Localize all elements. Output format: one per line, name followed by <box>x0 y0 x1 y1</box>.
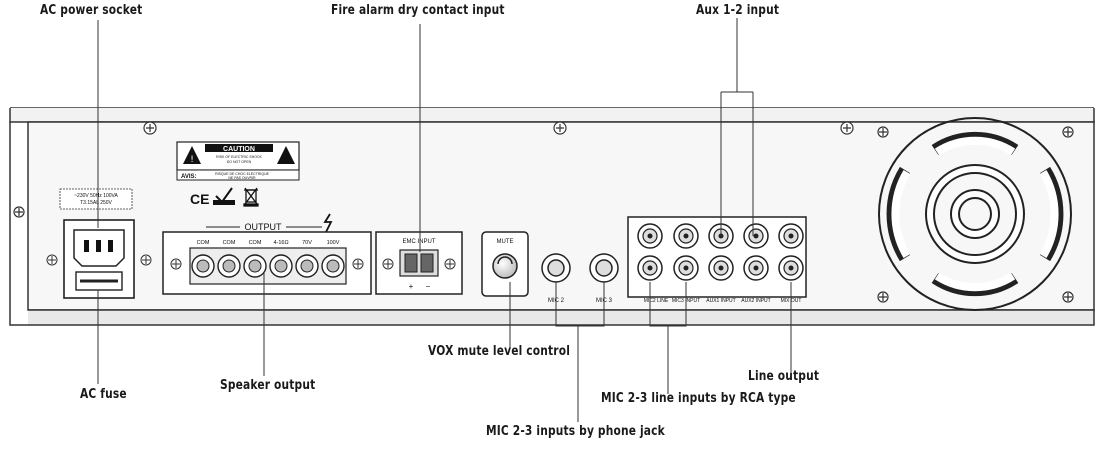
ce-mark: CE <box>190 191 209 207</box>
rca-pin <box>788 233 794 239</box>
terminal-label: 4-16Ω <box>273 240 288 246</box>
weee-bin-icon <box>243 187 259 207</box>
terminal-label: COM <box>197 240 210 246</box>
terminal-label: 70V <box>302 240 312 246</box>
terminal-label: COM <box>223 240 236 246</box>
voltage-label: ~230V 50Hz 100VA T3.15AL 250V <box>59 188 133 210</box>
svg-text:NE PAS OUVRIR: NE PAS OUVRIR <box>228 176 256 180</box>
svg-text:EMC INPUT: EMC INPUT <box>403 239 436 245</box>
rca-pin <box>683 233 689 239</box>
terminal-screw-icon <box>196 259 210 273</box>
rca-pin <box>647 265 653 271</box>
callout-line-output: Line output <box>748 369 820 384</box>
rca-pin <box>788 265 794 271</box>
certification-marks: CE <box>190 187 259 207</box>
warning-triangle-icon <box>183 146 201 164</box>
screw-icon <box>840 121 854 135</box>
speaker-output-block: OUTPUT COM COM COM 4-16Ω 70V 100V <box>162 213 372 295</box>
screw-icon <box>1062 126 1074 138</box>
rca-pin <box>753 265 759 271</box>
callout-fire-alarm-input: Fire alarm dry contact input <box>331 3 505 18</box>
callout-mic-rca-inputs: MIC 2-3 line inputs by RCA type <box>601 391 796 406</box>
rca-pin <box>718 265 724 271</box>
socket-side-screws <box>46 254 152 266</box>
vox-mute-knob[interactable]: MUTE <box>481 231 529 297</box>
terminal-label: 100V <box>327 240 340 246</box>
fan-grille-icon <box>878 117 1072 311</box>
output-title: OUTPUT <box>245 222 283 232</box>
screw-icon <box>143 121 157 135</box>
screw-icon <box>877 126 889 138</box>
rca-pin <box>647 233 653 239</box>
screw-icon <box>553 121 567 135</box>
svg-text:DO NOT OPEN: DO NOT OPEN <box>227 160 252 164</box>
rca-panel: MIC2 LINE MIC3 INPUT AUX1 INPUT AUX2 INP… <box>627 216 807 304</box>
callout-ac-power-socket: AC power socket <box>40 3 143 18</box>
svg-text:~230V 50Hz 100VA: ~230V 50Hz 100VA <box>74 193 118 199</box>
rca-pin <box>753 233 759 239</box>
screw-icon <box>13 206 25 218</box>
svg-text:AUX1 INPUT: AUX1 INPUT <box>706 298 735 304</box>
emc-input-block[interactable]: EMC INPUT + − <box>375 231 463 295</box>
svg-text:!: ! <box>190 155 194 165</box>
ac-power-socket[interactable] <box>63 219 135 299</box>
screw-icons <box>13 121 1074 303</box>
callout-aux-input: Aux 1-2 input <box>696 3 780 18</box>
callout-mic-phone-jack: MIC 2-3 inputs by phone jack <box>486 424 665 439</box>
terminal-screw-icon <box>274 259 288 273</box>
screw-icon <box>1062 291 1074 303</box>
caution-title: CAUTION <box>223 146 255 153</box>
svg-text:T3.15AL 250V: T3.15AL 250V <box>80 200 112 206</box>
svg-text:+: + <box>409 282 414 291</box>
terminal-screw-icon <box>222 259 236 273</box>
callout-vox-mute-level: VOX mute level control <box>428 344 571 359</box>
leader-lines <box>97 18 792 422</box>
svg-text:AVIS:: AVIS: <box>181 174 197 180</box>
screw-icon <box>877 291 889 303</box>
callout-ac-fuse: AC fuse <box>80 387 127 402</box>
svg-text:−: − <box>426 282 431 291</box>
svg-text:MUTE: MUTE <box>497 239 514 245</box>
lightning-triangle-icon <box>277 146 295 164</box>
callout-speaker-output: Speaker output <box>220 378 316 393</box>
terminal-label: COM <box>249 240 262 246</box>
terminal-screw-icon <box>326 259 340 273</box>
svg-text:MIC2 LINE: MIC2 LINE <box>644 298 669 304</box>
caution-label: ! CAUTION RISK OF ELECTRIC SHOCK DO NOT … <box>176 141 300 181</box>
lightning-icon <box>323 213 333 233</box>
svg-text:RISQUE DE CHOC ELECTRIQUE: RISQUE DE CHOC ELECTRIQUE <box>215 172 270 176</box>
svg-text:RISK OF ELECTRIC SHOCK: RISK OF ELECTRIC SHOCK <box>216 155 262 159</box>
svg-text:AUX2 INPUT: AUX2 INPUT <box>741 298 770 304</box>
rca-pin <box>683 265 689 271</box>
terminal-screw-icon <box>300 259 314 273</box>
rohs-icon <box>213 187 235 205</box>
terminal-screw-icon <box>248 259 262 273</box>
